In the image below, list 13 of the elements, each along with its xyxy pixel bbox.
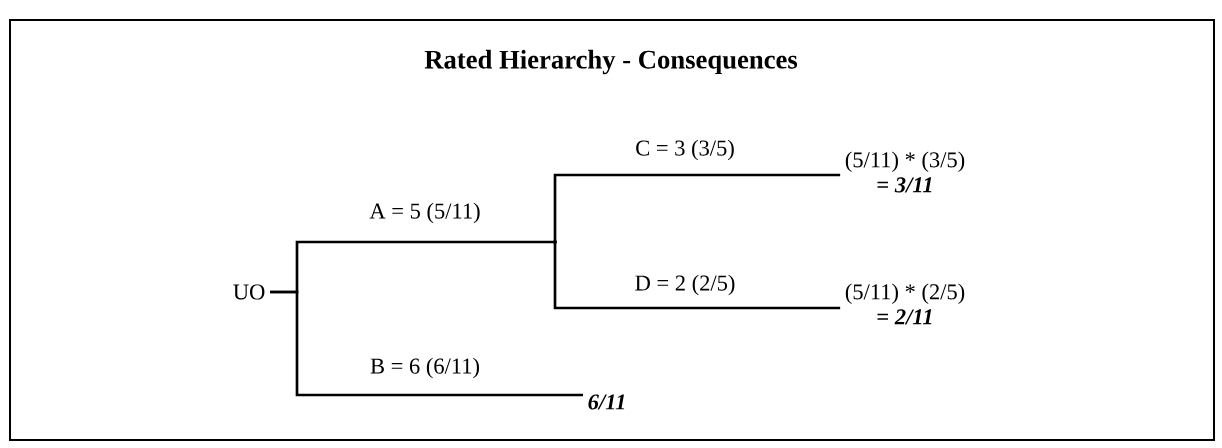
title: Rated Hierarchy - Consequences: [424, 49, 798, 75]
branch-line: [270, 290, 583, 397]
result-text: (5/11) * (3/5) = 3/11: [845, 151, 965, 193]
branch-line: [553, 173, 841, 242]
result-text: 6/11: [588, 394, 625, 410]
edge-label: A = 5 (5/11): [369, 202, 480, 224]
branch-line: [553, 242, 841, 310]
edge-label: B = 6 (6/11): [370, 357, 479, 379]
junction-point: [553, 240, 557, 244]
node-label: UO: [233, 284, 265, 300]
edge-label: D = 2 (2/5): [635, 274, 735, 296]
result-text: (5/11) * (2/5) = 2/11: [845, 283, 965, 325]
edge-label: C = 3 (3/5): [636, 139, 734, 161]
